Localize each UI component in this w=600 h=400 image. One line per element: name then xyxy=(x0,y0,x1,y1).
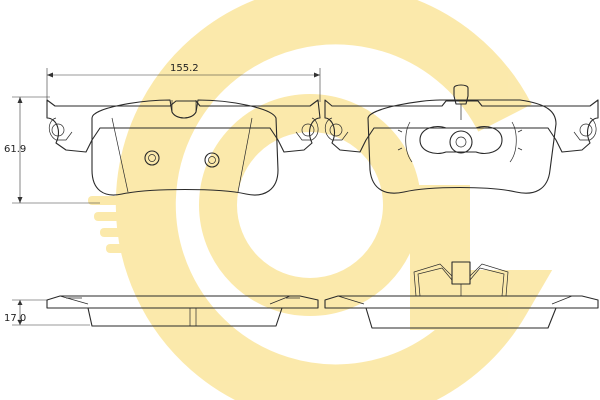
friction-pad-left xyxy=(91,99,279,196)
friction-pad-right xyxy=(367,99,557,194)
dimension-height-label: 61.9 xyxy=(4,144,26,155)
mounting-hole-left xyxy=(144,150,160,166)
wear-sensor xyxy=(397,84,523,163)
dimension-thickness-label: 17.0 xyxy=(4,313,26,324)
dimension-height: 61.9 xyxy=(4,96,100,204)
dimension-width: 155.2 xyxy=(46,63,321,102)
pad-side-view-right xyxy=(324,261,599,329)
pad-front-view-left xyxy=(46,99,321,196)
mounting-hole-right xyxy=(204,152,220,168)
dimension-width-label: 155.2 xyxy=(170,63,199,74)
dimension-thickness: 17.0 xyxy=(4,299,90,326)
pad-front-view-right xyxy=(324,84,599,194)
pad-side-view-left xyxy=(46,295,319,327)
sensor-spring xyxy=(413,261,509,297)
watermark-logo xyxy=(88,0,553,400)
